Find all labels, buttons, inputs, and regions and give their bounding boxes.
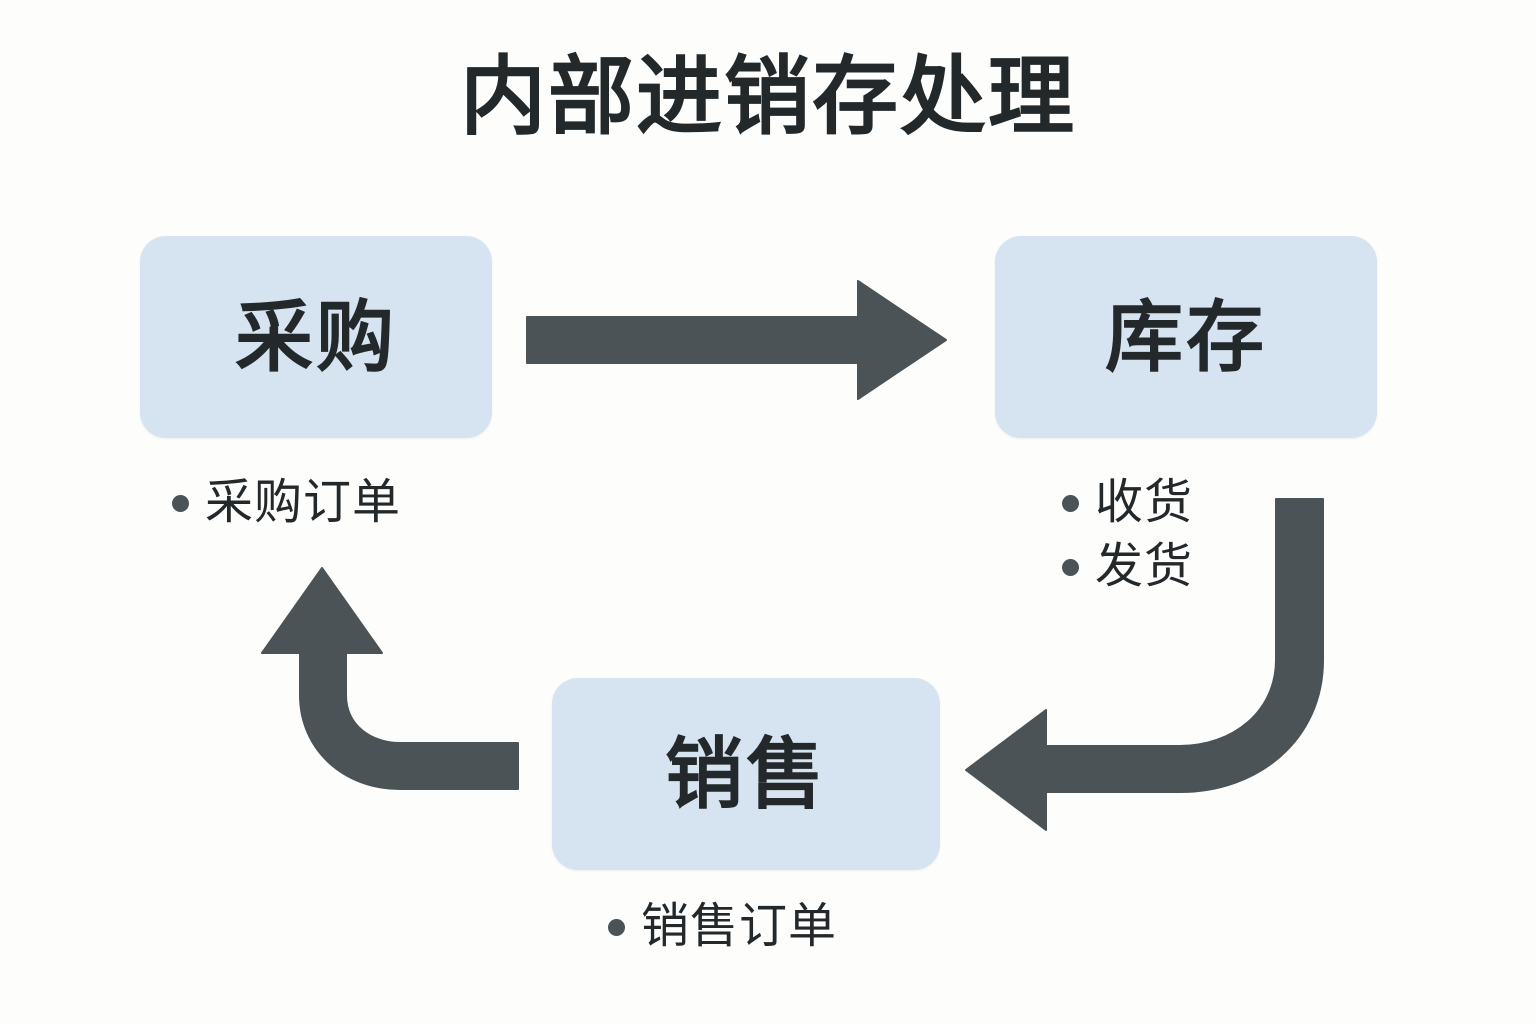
bullet-label: 收货 xyxy=(1095,476,1194,529)
bullet-dot-icon xyxy=(1062,559,1079,577)
bullet-dot-icon xyxy=(172,494,189,512)
list-item: 销售订单 xyxy=(608,900,838,953)
arrow-stock-to-sales xyxy=(965,498,1324,831)
page-title: 内部进销存处理 xyxy=(460,49,1076,145)
node-stock[interactable]: 库存 xyxy=(995,236,1377,438)
node-sales-label: 销售 xyxy=(664,730,827,818)
arrow-sales-to-purchase xyxy=(261,567,519,790)
bullet-label: 发货 xyxy=(1095,540,1194,594)
list-item: 采购订单 xyxy=(172,476,402,529)
bullet-label: 采购订单 xyxy=(205,476,402,529)
node-purchase[interactable]: 采购 xyxy=(140,236,492,438)
list-item: 收货 xyxy=(1062,476,1194,529)
bullet-label: 销售订单 xyxy=(641,900,838,953)
bullet-list-sales: 销售订单 xyxy=(608,900,838,953)
arrow-purchase-to-stock xyxy=(526,280,947,400)
list-item: 发货 xyxy=(1062,540,1194,594)
node-sales[interactable]: 销售 xyxy=(552,678,940,870)
node-purchase-label: 采购 xyxy=(234,293,397,381)
bullet-list-purchase: 采购订单 xyxy=(172,476,402,529)
node-stock-label: 库存 xyxy=(1104,293,1267,381)
bullet-dot-icon xyxy=(608,918,625,936)
bullet-list-stock: 收货 发货 xyxy=(1062,476,1194,594)
bullet-dot-icon xyxy=(1062,494,1079,512)
